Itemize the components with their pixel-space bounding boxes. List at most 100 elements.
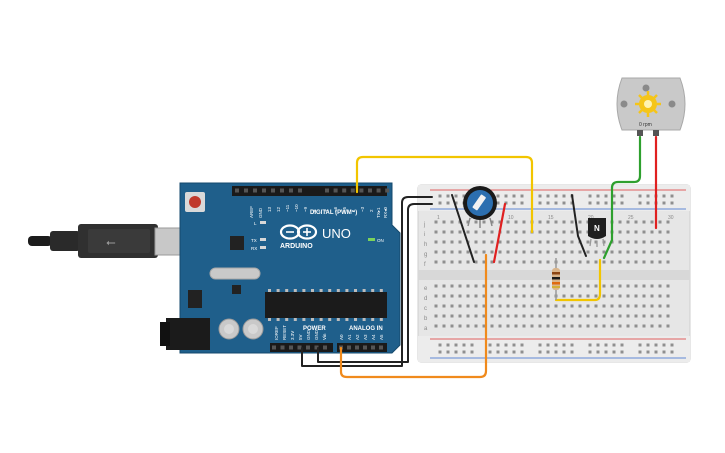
digital-pin-socket[interactable] [289,188,293,193]
reset-button[interactable] [185,192,205,212]
rail-hole[interactable] [446,343,450,347]
breadboard-hole[interactable] [650,250,654,254]
rail-hole[interactable] [562,343,566,347]
breadboard-hole[interactable] [538,284,542,288]
rail-hole[interactable] [546,350,550,354]
rail-hole[interactable] [438,194,442,198]
rail-hole[interactable] [462,343,466,347]
breadboard-hole[interactable] [634,220,638,224]
rail-hole[interactable] [620,194,624,198]
power-pin-socket[interactable] [314,345,319,350]
breadboard-hole[interactable] [578,230,582,234]
breadboard-hole[interactable] [578,294,582,298]
rail-hole[interactable] [470,343,474,347]
rail-hole[interactable] [638,350,642,354]
breadboard-hole[interactable] [490,314,494,318]
breadboard-hole[interactable] [530,284,534,288]
breadboard-hole[interactable] [578,220,582,224]
breadboard-hole[interactable] [650,220,654,224]
breadboard-hole[interactable] [626,260,630,264]
rail-hole[interactable] [646,343,650,347]
breadboard-hole[interactable] [554,304,558,308]
rail-hole[interactable] [496,194,500,198]
breadboard-hole[interactable] [618,314,622,318]
analog-header[interactable] [337,343,387,352]
breadboard-hole[interactable] [490,260,494,264]
breadboard-hole[interactable] [554,324,558,328]
breadboard-hole[interactable] [538,260,542,264]
breadboard-hole[interactable] [442,240,446,244]
wires[interactable] [301,135,658,379]
breadboard-hole[interactable] [562,260,566,264]
usb-cable[interactable]: ⭠ [28,224,182,258]
rail-hole[interactable] [520,350,524,354]
breadboard-hole[interactable] [626,220,630,224]
breadboard-hole[interactable] [474,240,478,244]
potentiometer[interactable] [463,186,497,228]
breadboard-hole[interactable] [634,240,638,244]
breadboard-hole[interactable] [434,250,438,254]
breadboard-hole[interactable] [634,230,638,234]
digital-pin-socket[interactable] [325,188,329,193]
breadboard-hole[interactable] [546,260,550,264]
breadboard-hole[interactable] [578,324,582,328]
breadboard-hole[interactable] [650,294,654,298]
resistor[interactable] [552,258,560,300]
breadboard-hole[interactable] [570,304,574,308]
rail-hole[interactable] [504,343,508,347]
breadboard-hole[interactable] [666,220,670,224]
breadboard-hole[interactable] [514,250,518,254]
breadboard-hole[interactable] [618,294,622,298]
breadboard-hole[interactable] [594,314,598,318]
breadboard-hole[interactable] [546,324,550,328]
rail-hole[interactable] [654,343,658,347]
rail-hole[interactable] [546,194,550,198]
breadboard-hole[interactable] [498,304,502,308]
rail-hole[interactable] [588,194,592,198]
breadboard-hole[interactable] [506,230,510,234]
breadboard-hole[interactable] [442,304,446,308]
rail-hole[interactable] [638,343,642,347]
breadboard-hole[interactable] [634,260,638,264]
breadboard-hole[interactable] [658,230,662,234]
breadboard-hole[interactable] [442,220,446,224]
rail-hole[interactable] [604,343,608,347]
breadboard-hole[interactable] [482,294,486,298]
rail-hole[interactable] [446,201,450,205]
breadboard-hole[interactable] [506,294,510,298]
breadboard-hole[interactable] [634,284,638,288]
breadboard-hole[interactable] [634,314,638,318]
rail-hole[interactable] [504,194,508,198]
digital-pin-socket[interactable] [244,188,248,193]
rail-hole[interactable] [520,194,524,198]
breadboard-hole[interactable] [434,284,438,288]
breadboard-hole[interactable] [490,250,494,254]
breadboard-hole[interactable] [658,314,662,318]
breadboard-hole[interactable] [530,304,534,308]
breadboard-hole[interactable] [650,240,654,244]
breadboard-hole[interactable] [482,304,486,308]
breadboard-hole[interactable] [450,324,454,328]
breadboard-hole[interactable] [538,314,542,318]
breadboard-hole[interactable] [490,284,494,288]
wire-black-gnd-2[interactable] [317,203,433,363]
breadboard-hole[interactable] [634,294,638,298]
rail-hole[interactable] [488,350,492,354]
breadboard-hole[interactable] [546,250,550,254]
rail-hole[interactable] [596,194,600,198]
breadboard-hole[interactable] [514,260,518,264]
breadboard-hole[interactable] [562,324,566,328]
breadboard-hole[interactable] [650,304,654,308]
breadboard-hole[interactable] [642,294,646,298]
rail-hole[interactable] [462,350,466,354]
wire-yellow-base[interactable] [554,258,602,302]
rail-hole[interactable] [504,350,508,354]
breadboard-hole[interactable] [522,230,526,234]
breadboard-hole[interactable] [474,250,478,254]
rail-hole[interactable] [646,350,650,354]
breadboard-hole[interactable] [442,284,446,288]
rail-hole[interactable] [604,194,608,198]
rail-hole[interactable] [554,201,558,205]
breadboard-hole[interactable] [626,230,630,234]
